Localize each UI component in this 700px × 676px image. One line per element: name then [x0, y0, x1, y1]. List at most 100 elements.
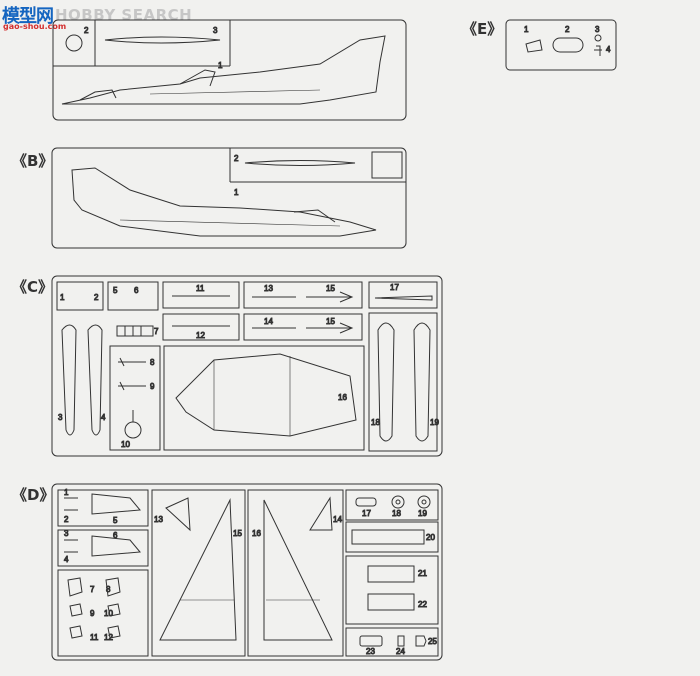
- part-number: 4: [101, 413, 106, 422]
- part-cell: [243, 313, 363, 341]
- part-number: 14: [264, 317, 273, 326]
- part-cell: [345, 555, 439, 625]
- sprue-c-frame: [51, 275, 443, 457]
- part-number: 1: [60, 293, 65, 302]
- part-seat: [367, 565, 415, 583]
- part-nozzle: [91, 493, 141, 515]
- part-number: 2: [94, 293, 99, 302]
- part-number: 2: [565, 25, 570, 34]
- part-fuel-tank: [61, 324, 77, 436]
- sprue-c: 1 2 5 6 11 13 15 17 7 12 14 15 8 9 3 4 1…: [51, 275, 443, 457]
- part-disc: [65, 34, 83, 52]
- part-number: 12: [196, 331, 205, 340]
- part-intake: [179, 69, 216, 87]
- sprue-b-frame: [51, 147, 407, 249]
- part-cell: [368, 312, 438, 452]
- part-cell: [345, 627, 439, 657]
- part-number: 15: [326, 284, 335, 293]
- part-number: 6: [113, 531, 118, 540]
- part-blade: [104, 36, 221, 44]
- part-cell: [247, 489, 344, 657]
- section-label-e: 《E》: [462, 20, 503, 38]
- part-number: 17: [390, 283, 399, 292]
- part-small: [359, 635, 383, 647]
- part-missile: [172, 295, 230, 327]
- part-number: 2: [64, 515, 69, 524]
- part-cell: [162, 313, 240, 341]
- part-wing: [159, 498, 237, 641]
- part-number: 15: [326, 317, 335, 326]
- part-blade: [244, 160, 356, 166]
- part-number: 10: [104, 609, 113, 618]
- sprue-a: 2 3 1: [52, 19, 407, 121]
- part-number: 16: [338, 393, 347, 402]
- sprue-d: 1 2 5 3 4 6 7 8 9 10 11 12 13 15 16 14 1…: [51, 483, 443, 661]
- part-number: 24: [396, 647, 405, 656]
- part-panel: [105, 577, 121, 597]
- part-missile: [306, 322, 354, 334]
- part-number: 14: [333, 515, 342, 524]
- part-number: 2: [234, 154, 239, 163]
- part-cell: [162, 281, 240, 309]
- part-number: 13: [264, 284, 273, 293]
- part-number: 15: [233, 529, 242, 538]
- part-fuselage-half: [61, 35, 386, 105]
- part-number: 13: [154, 515, 163, 524]
- part-wheel: [391, 495, 405, 509]
- part-fuel-tank: [377, 322, 395, 442]
- part-number: 25: [428, 637, 437, 646]
- part-cell: [345, 521, 439, 553]
- part-number: 3: [64, 529, 69, 538]
- part-ladder: [116, 325, 154, 337]
- part-wheel: [124, 421, 142, 439]
- part-seat: [367, 593, 415, 611]
- part-number: 20: [426, 533, 435, 542]
- part-number: 3: [213, 26, 218, 35]
- part-cell: [57, 569, 149, 657]
- part-cell: [243, 281, 363, 309]
- part-number: 21: [418, 569, 427, 578]
- part-fuselage-half: [71, 167, 377, 237]
- part-wheel: [417, 495, 431, 509]
- part-cockpit: [79, 89, 117, 101]
- part-cockpit: [293, 209, 336, 223]
- part-cell: [57, 489, 149, 527]
- part-number: 19: [418, 509, 427, 518]
- part-number: 17: [362, 509, 371, 518]
- part-fin: [309, 496, 333, 531]
- watermark-site: gao-shou.com: [3, 22, 67, 31]
- part-number: 22: [418, 600, 427, 609]
- part-number: 3: [595, 25, 600, 34]
- sprue-e: 1 2 3 4: [505, 19, 617, 71]
- part-number: 11: [196, 284, 205, 293]
- section-label-c: 《C》: [12, 278, 54, 296]
- part-cell: [151, 489, 246, 657]
- part-lower-fuselage: [175, 353, 357, 437]
- part-small: [525, 39, 543, 53]
- watermark-logo: 模型网: [2, 6, 54, 27]
- part-panel: [67, 577, 83, 597]
- part-number: 16: [252, 529, 261, 538]
- part-fin: [165, 497, 191, 532]
- part-number: 7: [154, 327, 159, 336]
- sprue-d-frame: [51, 483, 443, 661]
- part-cell: [163, 345, 365, 451]
- part-number: 6: [134, 286, 139, 295]
- part-cell: [368, 281, 438, 309]
- section-label-b: 《B》: [12, 152, 54, 170]
- part-fuel-tank: [413, 322, 431, 442]
- part-gear: [118, 381, 146, 391]
- part-fuel-tank: [87, 324, 103, 436]
- part-cell: [57, 529, 149, 567]
- part-number: 12: [104, 633, 113, 642]
- part-small: [355, 497, 377, 507]
- part-number: 9: [90, 609, 95, 618]
- part-cell: [109, 345, 161, 451]
- part-number: 19: [430, 418, 439, 427]
- sprue-b: 2 1: [51, 147, 407, 249]
- part-panel: [351, 529, 425, 545]
- part-number: 5: [113, 286, 118, 295]
- part-nozzle: [91, 535, 141, 557]
- section-label-d: 《D》: [12, 486, 55, 504]
